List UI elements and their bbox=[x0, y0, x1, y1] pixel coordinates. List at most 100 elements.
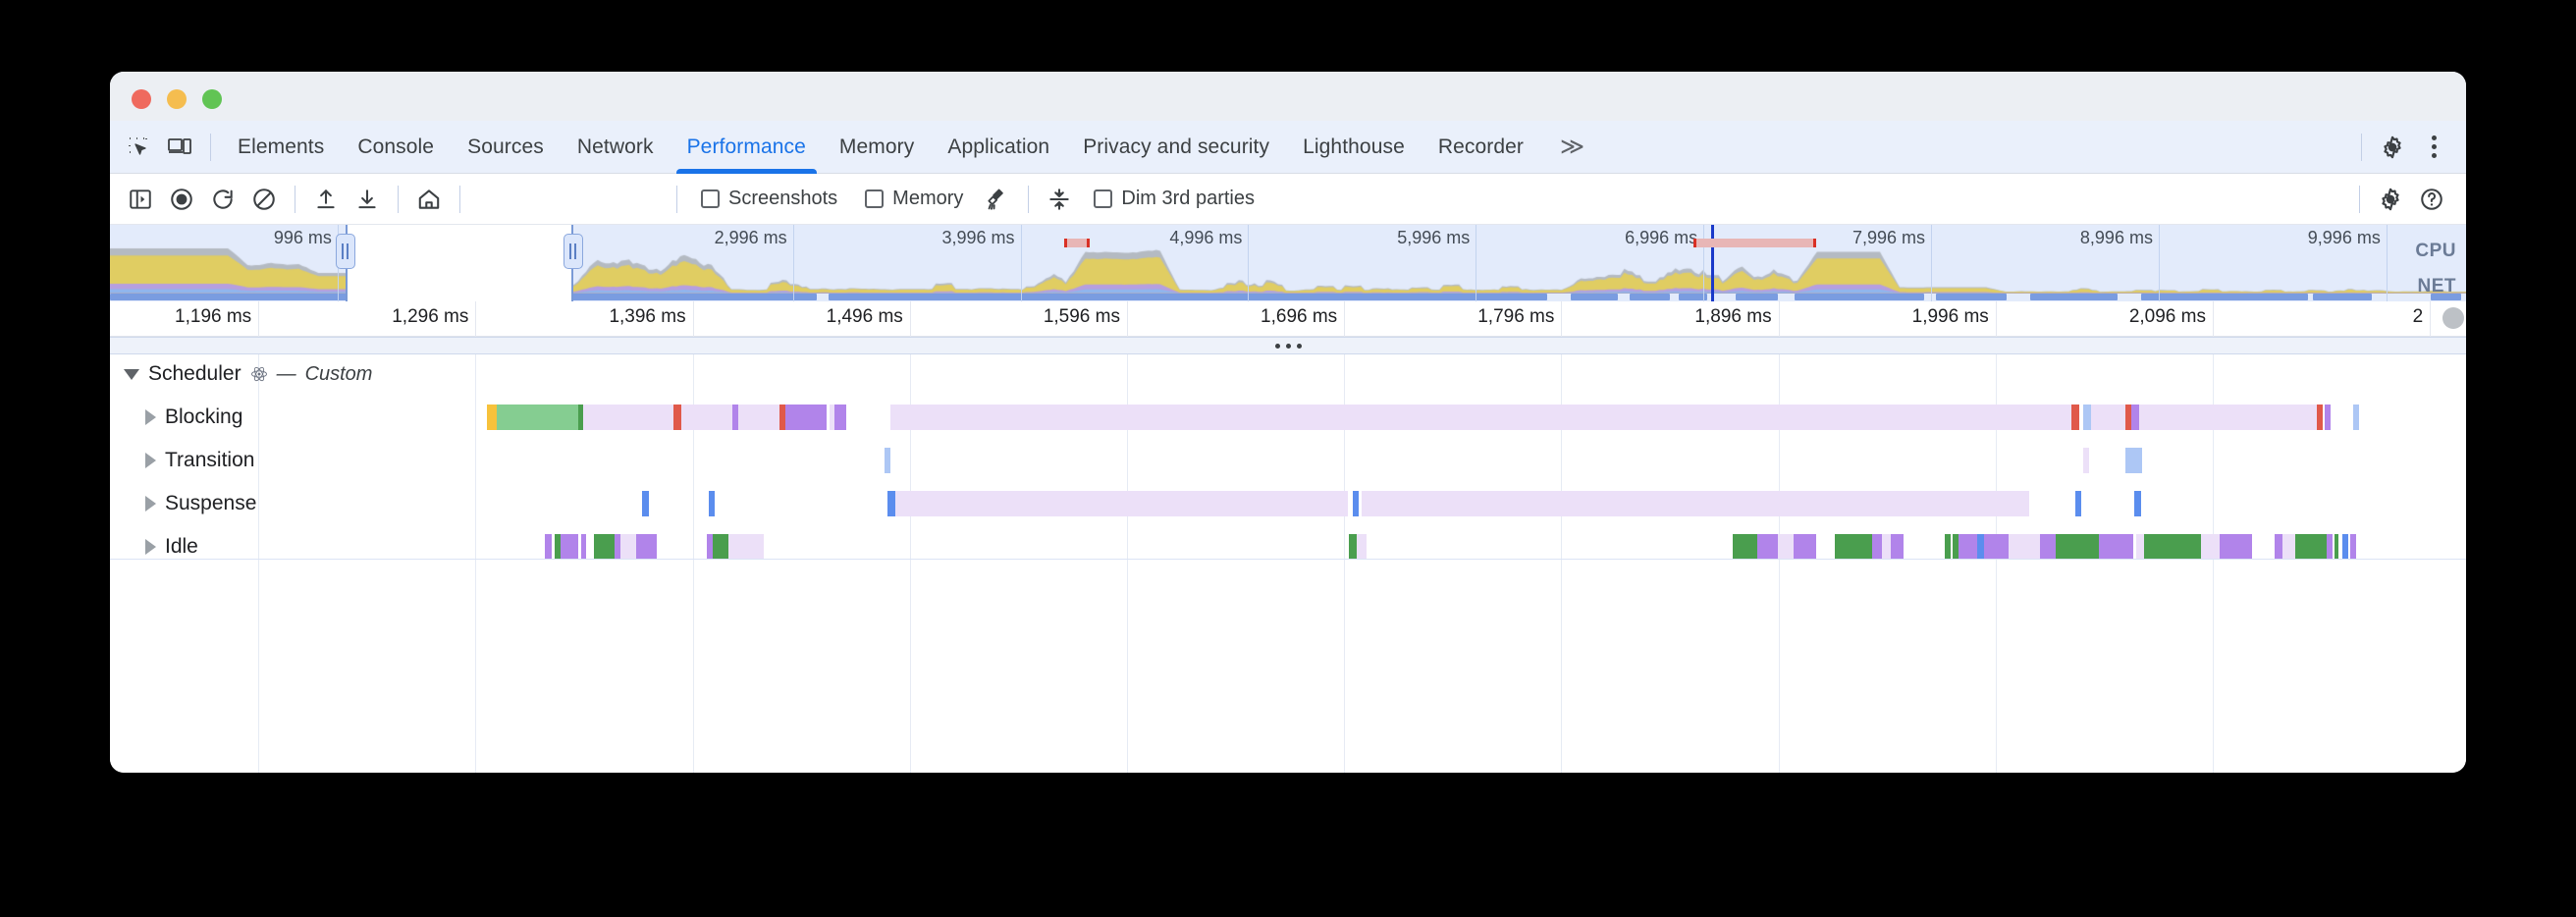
flame-segment[interactable] bbox=[1794, 534, 1815, 560]
flame-segment[interactable] bbox=[2353, 405, 2359, 430]
tab-sources[interactable]: Sources bbox=[451, 121, 561, 174]
flame-segment[interactable] bbox=[885, 448, 890, 473]
timeline-playhead[interactable] bbox=[1711, 225, 1714, 301]
minimize-window-button[interactable] bbox=[167, 89, 187, 109]
flame-segment[interactable] bbox=[890, 405, 2071, 430]
track-row-transition[interactable]: Transition bbox=[110, 441, 2466, 480]
flame-segment[interactable] bbox=[1984, 534, 2010, 560]
flame-segment[interactable] bbox=[2131, 405, 2139, 430]
memory-checkbox[interactable]: Memory bbox=[865, 188, 963, 210]
clear-icon[interactable] bbox=[243, 179, 285, 220]
flame-segment[interactable] bbox=[1733, 534, 1758, 560]
capture-settings-gear-icon[interactable] bbox=[2370, 179, 2411, 220]
settings-gear-icon[interactable] bbox=[2372, 127, 2413, 168]
tab-elements[interactable]: Elements bbox=[221, 121, 341, 174]
flame-segment[interactable] bbox=[583, 405, 674, 430]
tab-recorder[interactable]: Recorder bbox=[1422, 121, 1540, 174]
tab-application[interactable]: Application bbox=[931, 121, 1066, 174]
track-bars-suspense[interactable] bbox=[110, 491, 2466, 516]
flame-segment[interactable] bbox=[2125, 448, 2143, 473]
chevron-right-icon[interactable] bbox=[145, 453, 156, 468]
tab-memory[interactable]: Memory bbox=[823, 121, 931, 174]
flame-segment[interactable] bbox=[2134, 491, 2140, 516]
flame-segment[interactable] bbox=[2071, 405, 2079, 430]
flame-segment[interactable] bbox=[2295, 534, 2327, 560]
home-icon[interactable] bbox=[408, 179, 450, 220]
flame-segment[interactable] bbox=[2009, 534, 2040, 560]
chevron-down-icon[interactable] bbox=[124, 369, 139, 380]
collapse-tracks-icon[interactable] bbox=[1039, 179, 1080, 220]
flame-segment[interactable] bbox=[2334, 534, 2339, 560]
flame-segment[interactable] bbox=[1959, 534, 1977, 560]
flame-segment[interactable] bbox=[636, 534, 657, 560]
flame-segment[interactable] bbox=[2136, 534, 2144, 560]
flame-segment[interactable] bbox=[728, 534, 763, 560]
flame-segment[interactable] bbox=[1872, 534, 1882, 560]
device-toolbar-icon[interactable] bbox=[159, 127, 200, 168]
track-label-blocking[interactable]: Blocking bbox=[145, 398, 242, 437]
flame-segment[interactable] bbox=[681, 405, 731, 430]
track-row-suspense[interactable]: Suspense bbox=[110, 484, 2466, 523]
flame-segment[interactable] bbox=[620, 534, 636, 560]
vertical-scrollbar-thumb[interactable] bbox=[2442, 307, 2464, 329]
screenshots-checkbox[interactable]: Screenshots bbox=[701, 188, 837, 210]
track-row-blocking[interactable]: Blocking bbox=[110, 398, 2466, 437]
flame-segment[interactable] bbox=[561, 534, 578, 560]
flame-segment[interactable] bbox=[581, 534, 586, 560]
flame-segment[interactable] bbox=[642, 491, 648, 516]
flame-segment[interactable] bbox=[834, 405, 847, 430]
track-bars-idle[interactable] bbox=[110, 534, 2466, 560]
flame-segment[interactable] bbox=[673, 405, 681, 430]
flame-segment[interactable] bbox=[2201, 534, 2220, 560]
download-profile-icon[interactable] bbox=[347, 179, 388, 220]
tab-lighthouse[interactable]: Lighthouse bbox=[1286, 121, 1422, 174]
flame-segment[interactable] bbox=[1353, 491, 1359, 516]
flame-segment[interactable] bbox=[1778, 534, 1794, 560]
flame-segment[interactable] bbox=[2342, 534, 2348, 560]
close-window-button[interactable] bbox=[132, 89, 151, 109]
flame-segment[interactable] bbox=[1757, 534, 1778, 560]
flame-segment[interactable] bbox=[1362, 491, 2029, 516]
track-label-idle[interactable]: Idle bbox=[145, 527, 198, 566]
flame-segment[interactable] bbox=[545, 534, 551, 560]
flame-segment[interactable] bbox=[2350, 534, 2356, 560]
flame-segment[interactable] bbox=[1891, 534, 1904, 560]
track-row-idle[interactable]: Idle bbox=[110, 527, 2466, 566]
flame-segment[interactable] bbox=[887, 491, 895, 516]
tab-performance[interactable]: Performance bbox=[671, 121, 823, 174]
overview-selection-window[interactable] bbox=[346, 225, 573, 301]
reload-and-record-icon[interactable] bbox=[202, 179, 243, 220]
flame-segment[interactable] bbox=[738, 405, 779, 430]
flame-segment[interactable] bbox=[895, 491, 1348, 516]
flame-segment[interactable] bbox=[713, 534, 728, 560]
track-label-suspense[interactable]: Suspense bbox=[145, 484, 256, 523]
track-bars-blocking[interactable] bbox=[110, 405, 2466, 430]
flame-segment[interactable] bbox=[2317, 405, 2323, 430]
flame-segment[interactable] bbox=[2083, 405, 2091, 430]
track-bars-transition[interactable] bbox=[110, 448, 2466, 473]
flame-segment[interactable] bbox=[1945, 534, 1951, 560]
flame-segment[interactable] bbox=[497, 405, 578, 430]
selection-left-handle[interactable] bbox=[336, 234, 355, 269]
flame-segment[interactable] bbox=[2327, 534, 2333, 560]
dim-3rd-parties-checkbox[interactable]: Dim 3rd parties bbox=[1094, 188, 1255, 210]
timeline-overview[interactable]: 996 ms1,996 ms2,996 ms3,996 ms4,996 ms5,… bbox=[110, 225, 2466, 301]
flame-segment[interactable] bbox=[1882, 534, 1892, 560]
zoom-window-button[interactable] bbox=[202, 89, 222, 109]
flame-chart[interactable]: Scheduler — Custom Blocking bbox=[110, 354, 2466, 773]
more-options-kebab-icon[interactable] bbox=[2413, 127, 2454, 168]
chevron-right-icon[interactable] bbox=[145, 409, 156, 425]
tab-privacy-and-security[interactable]: Privacy and security bbox=[1066, 121, 1286, 174]
track-group-label[interactable]: Scheduler — Custom bbox=[124, 354, 372, 394]
flame-segment[interactable] bbox=[2220, 534, 2253, 560]
help-question-icon[interactable] bbox=[2411, 179, 2452, 220]
flame-segment[interactable] bbox=[2099, 534, 2133, 560]
toggle-sidebar-icon[interactable] bbox=[120, 179, 161, 220]
panel-resize-handle[interactable] bbox=[110, 337, 2466, 354]
flame-segment[interactable] bbox=[2040, 534, 2056, 560]
timeline-ruler[interactable]: 1,196 ms1,296 ms1,396 ms1,496 ms1,596 ms… bbox=[110, 301, 2466, 337]
flame-segment[interactable] bbox=[2091, 405, 2125, 430]
flame-segment[interactable] bbox=[2083, 448, 2089, 473]
more-tabs-chevron-icon[interactable]: ≫ bbox=[1540, 121, 1604, 174]
memory-checkbox-box[interactable] bbox=[865, 189, 884, 208]
